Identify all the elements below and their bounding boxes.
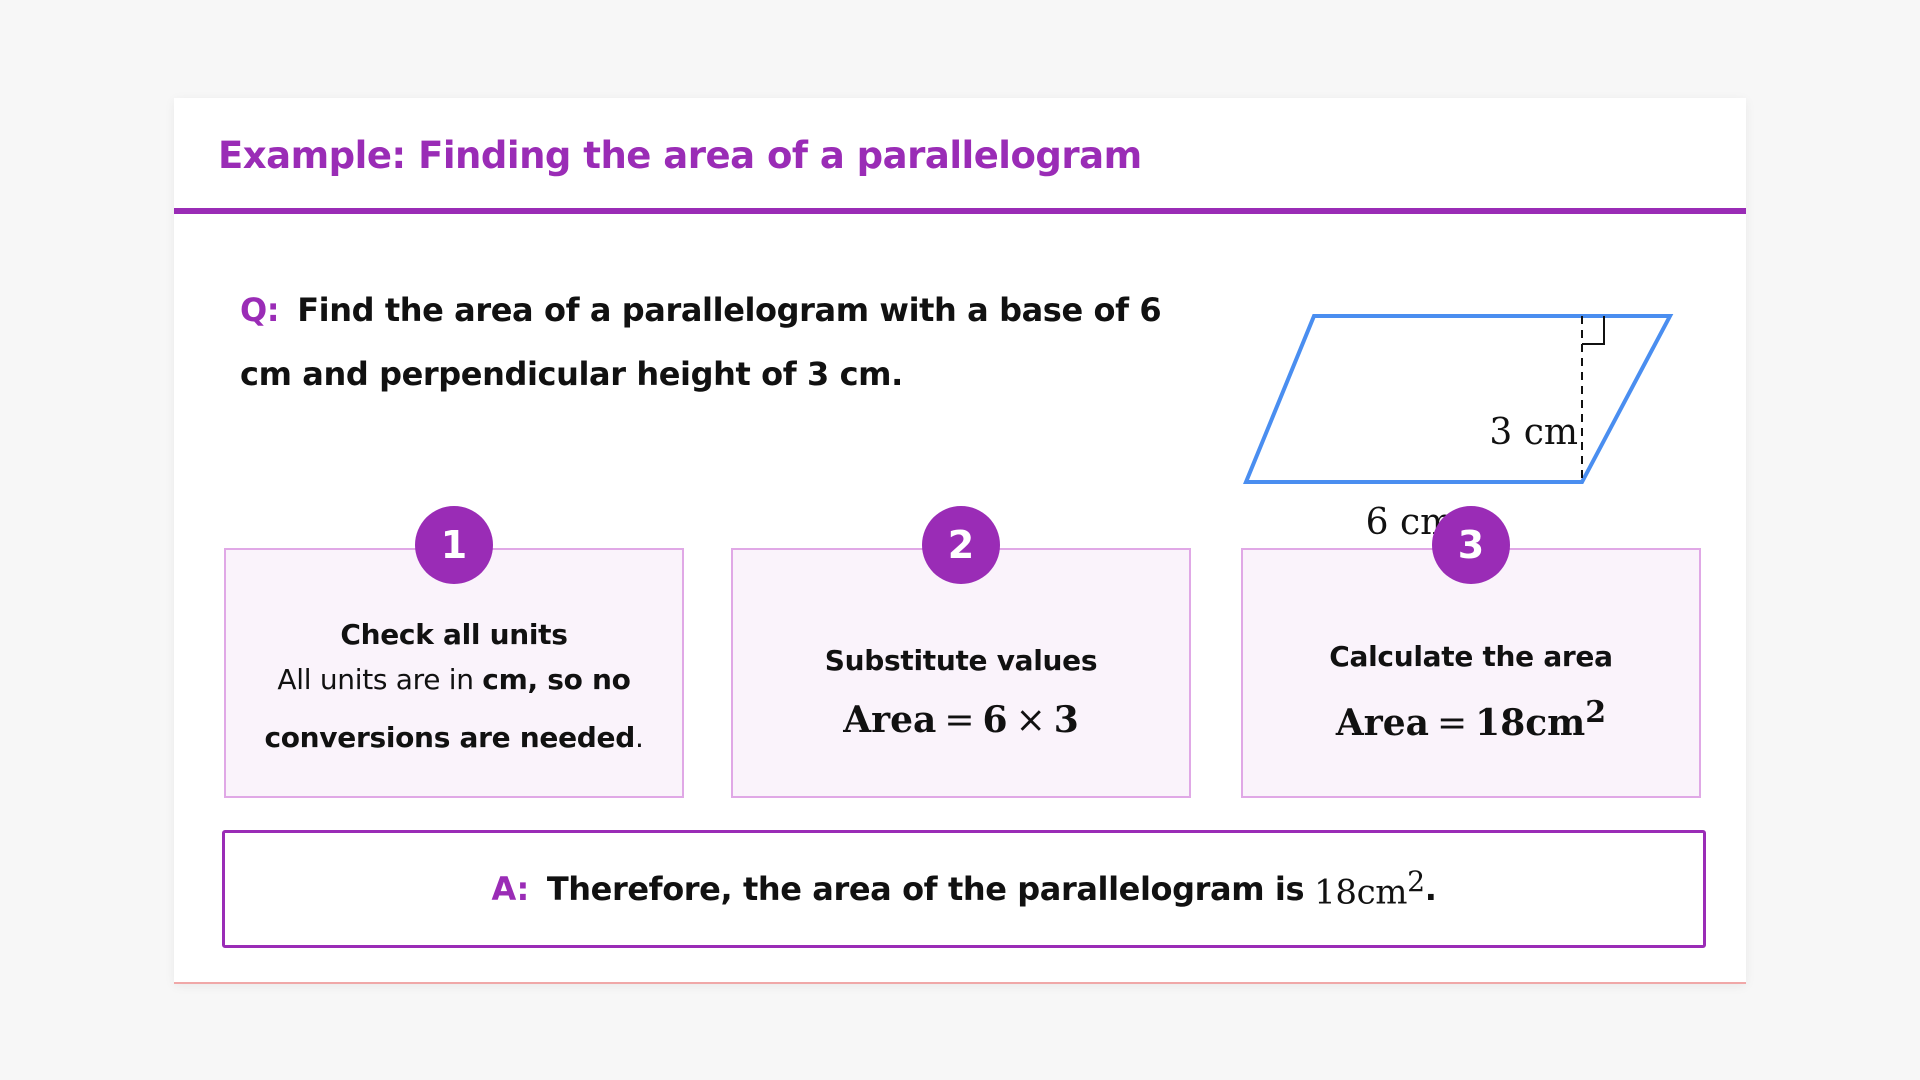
formula-times: × [1015,699,1046,741]
step-title: Substitute values [824,643,1098,677]
formula-lhs: Area [1335,702,1429,744]
answer-value-number: 18cm [1314,872,1408,913]
step-text-bold: cm, so no conversions are needed [264,662,635,754]
formula-equals: = [944,699,975,741]
step-number-badge: 2 [922,506,1000,584]
step-body: Check all units All units are in cm, so … [226,596,682,788]
answer-text: Therefore, the area of the parallelogram… [546,870,1305,908]
step-title: Calculate the area [1329,640,1613,673]
answer-period: . [1424,870,1437,908]
formula-result: 18cm [1475,702,1586,744]
formula-equals: = [1436,703,1468,744]
page-title: Example: Finding the area of a parallelo… [218,134,1142,177]
question: Q:Find the area of a parallelogram with … [240,278,1200,406]
step-card-1: 1 Check all units All units are in cm, s… [224,506,684,798]
parallelogram-outline [1243,314,1674,484]
step-body: Calculate the area Area=18cm2 [1243,596,1699,788]
formula-value: 6 [982,698,1008,741]
step-number-badge: 1 [415,506,493,584]
parallelogram-diagram: 3 cm 6 cm [1243,314,1674,543]
step-card-2: 2 Substitute values Area=6×3 [731,506,1191,798]
height-label: 3 cm [1489,412,1578,453]
step-text: All units are in cm, so no conversions a… [226,651,682,767]
right-angle-marker [1582,316,1605,345]
step-title: Check all units [340,617,568,651]
step-text-plain: . [634,720,644,754]
step-formula: Area=18cm2 [1336,695,1606,744]
formula-exponent: 2 [1585,695,1607,730]
formula-value: 3 [1053,698,1079,741]
step-formula: Area=6×3 [843,699,1079,741]
answer-value: 18cm2 [1314,865,1425,912]
answer-exponent: 2 [1407,865,1425,899]
step-body: Substitute values Area=6×3 [733,596,1189,788]
formula-lhs: Area [843,698,937,741]
slide: Example: Finding the area of a parallelo… [174,98,1746,984]
question-text: Find the area of a parallelogram with a … [240,291,1162,393]
step-number-badge: 3 [1432,506,1510,584]
step-card-3: 3 Calculate the area Area=18cm2 [1241,506,1701,798]
title-divider [174,208,1746,214]
answer-box: A: Therefore, the area of the parallelog… [222,830,1706,948]
answer-label: A: [491,870,530,908]
question-label: Q: [240,291,280,329]
step-text-plain: All units are in [277,662,483,696]
